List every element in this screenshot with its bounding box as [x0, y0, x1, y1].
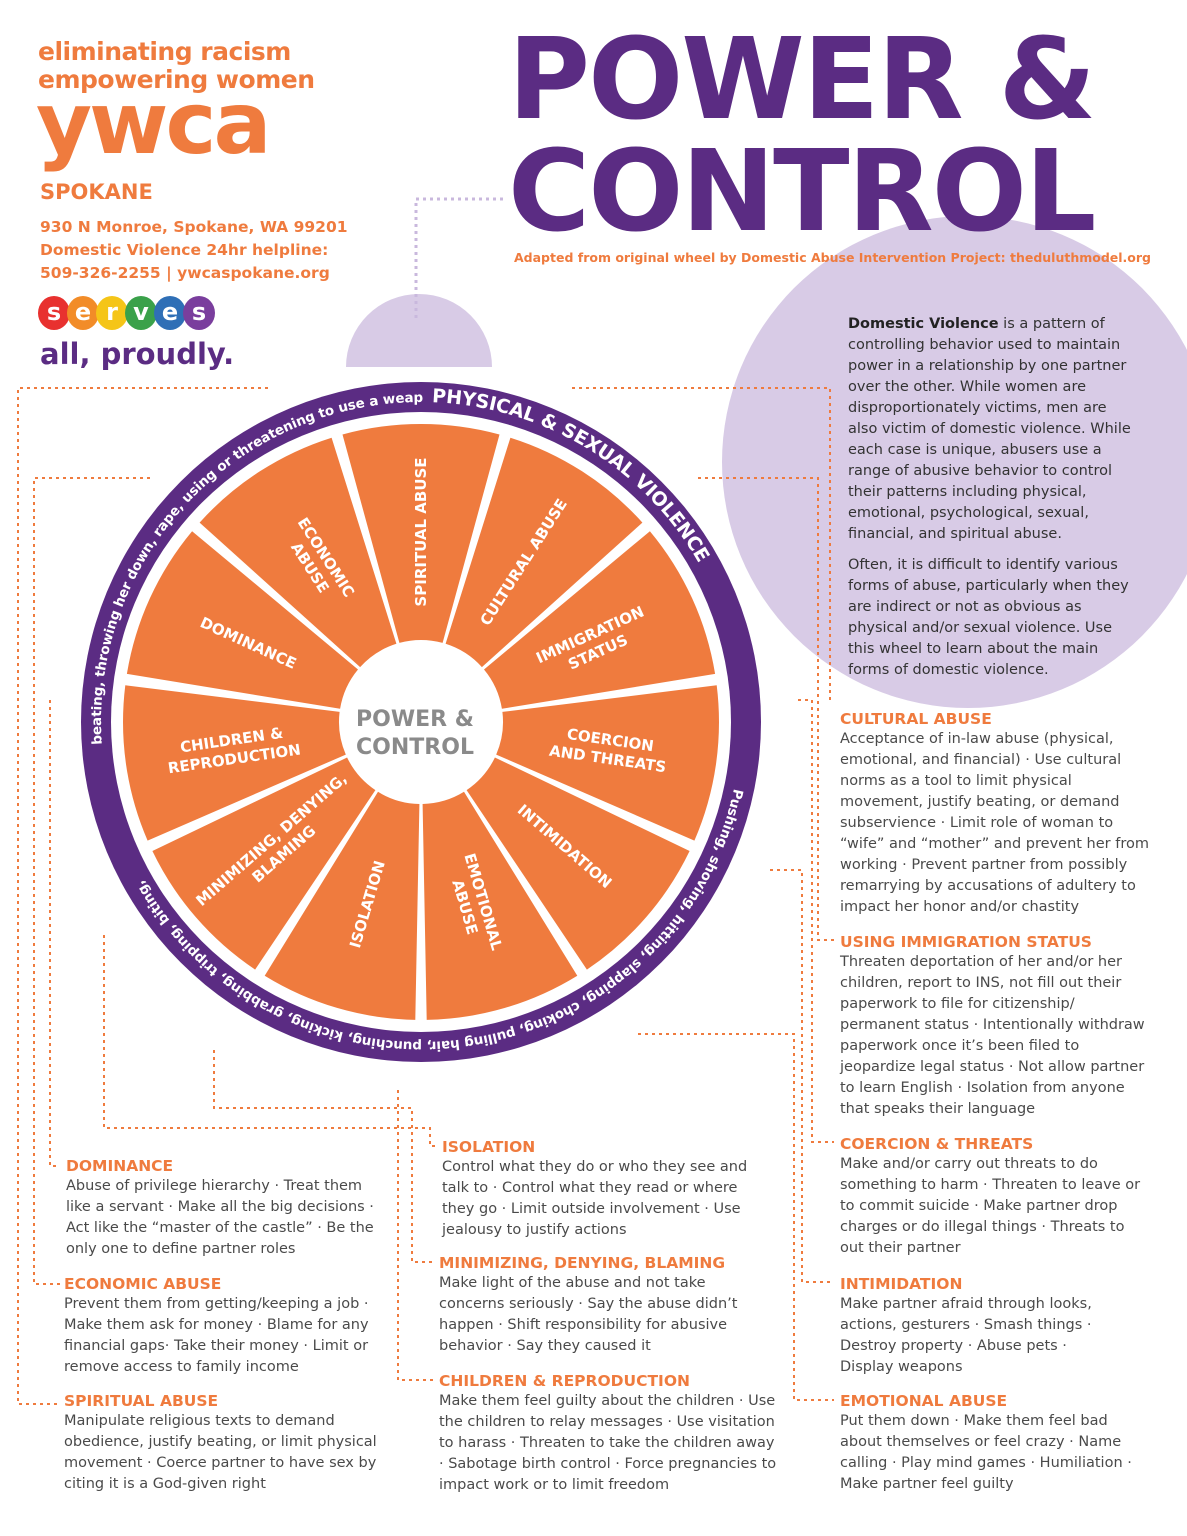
section-body: Manipulate religious texts to demand obe…: [64, 1413, 377, 1492]
serves-letter: s: [183, 296, 215, 330]
serves-letter: e: [67, 296, 99, 330]
section-body: Prevent them from getting/keeping a job …: [64, 1296, 369, 1375]
section-title: USING IMMIGRATION STATUS: [840, 933, 1092, 951]
section-title: DOMINANCE: [66, 1157, 174, 1175]
intro-lavender-circle: [722, 216, 1187, 708]
serves-letter: s: [38, 296, 70, 330]
wheel-segment: [466, 757, 690, 970]
phone-and-website[interactable]: 509-326-2255 | ywcaspokane.org: [40, 264, 330, 282]
wheel-segment: [342, 423, 500, 643]
section-economic-abuse: ECONOMIC ABUSE Prevent them from getting…: [64, 1274, 379, 1378]
section-body: Abuse of privilege hierarchy · Treat the…: [66, 1178, 374, 1257]
wheel-segment: [422, 791, 578, 1020]
serves-slogan: all, proudly.: [40, 337, 235, 371]
section-dominance: DOMINANCE Abuse of privilege hierarchy ·…: [66, 1156, 376, 1260]
section-spiritual-abuse: SPIRITUAL ABUSE Manipulate religious tex…: [64, 1391, 384, 1495]
wheel-segment: [123, 685, 346, 841]
section-coercion-threats: COERCION & THREATS Make and/or carry out…: [840, 1134, 1150, 1259]
ywca-tagline: eliminating racism empowering women: [38, 38, 315, 94]
wheel-segment: [264, 791, 420, 1020]
section-title: COERCION & THREATS: [840, 1135, 1034, 1153]
contact-block: 930 N Monroe, Spokane, WA 99201 Domestic…: [40, 216, 348, 285]
top-lavender-dome: [346, 294, 492, 367]
section-title: INTIMIDATION: [840, 1275, 963, 1293]
wheel-segment: [152, 757, 376, 970]
section-body: Threaten deportation of her and/or her c…: [840, 954, 1145, 1117]
hub-label-1: POWER &: [356, 707, 474, 732]
section-title: ISOLATION: [442, 1138, 536, 1156]
wheel-segment: [484, 531, 716, 709]
tagline-line-1: eliminating racism: [38, 37, 291, 66]
serves-letter: v: [125, 296, 157, 330]
intro-paragraph-1: Domestic Violence is a pattern of contro…: [848, 314, 1138, 545]
hub-label-2: CONTROL: [356, 735, 474, 760]
section-title: MINIMIZING, DENYING, BLAMING: [439, 1254, 726, 1272]
wheel-segment: [199, 437, 397, 668]
wheel-segments: [123, 423, 719, 1020]
wheel-segment: [126, 531, 359, 709]
section-isolation: ISOLATION Control what they do or who th…: [442, 1137, 762, 1241]
segment-label: COERCIONAND THREATS: [548, 723, 670, 776]
wheel-segment: [496, 685, 719, 841]
intro-text: Domestic Violence is a pattern of contro…: [848, 314, 1138, 691]
section-title: CHILDREN & REPRODUCTION: [439, 1372, 690, 1390]
section-body: Make and/or carry out threats to do some…: [840, 1156, 1141, 1256]
section-body: Control what they do or who they see and…: [442, 1159, 748, 1238]
tagline-line-2: empowering women: [38, 65, 315, 94]
section-title: CULTURAL ABUSE: [840, 710, 992, 728]
section-title: ECONOMIC ABUSE: [64, 1275, 222, 1293]
section-title: EMOTIONAL ABUSE: [840, 1392, 1008, 1410]
attribution: Adapted from original wheel by Domestic …: [514, 250, 1151, 265]
intro-paragraph-2: Often, it is difficult to identify vario…: [848, 557, 1129, 678]
intro-lead: Domestic Violence: [848, 316, 999, 332]
segment-label: SPIRITUAL ABUSE: [412, 457, 430, 606]
section-body: Make partner afraid through looks, actio…: [840, 1296, 1092, 1375]
ywca-logo: ywca: [36, 74, 272, 174]
intro-p1-text: is a pattern of controlling behavior use…: [848, 316, 1131, 542]
section-title: SPIRITUAL ABUSE: [64, 1392, 219, 1410]
connector-lines: [17, 387, 834, 1405]
page-title-line-1: POWER &: [508, 15, 1096, 145]
helpline-label: Domestic Violence 24hr helpline:: [40, 241, 329, 259]
serves-letter: e: [154, 296, 186, 330]
section-children-reproduction: CHILDREN & REPRODUCTION Make them feel g…: [439, 1371, 779, 1496]
wheel-segment: [445, 437, 643, 668]
address: 930 N Monroe, Spokane, WA 99201: [40, 218, 348, 236]
wheel-hub: [343, 644, 499, 800]
section-body: Acceptance of in-law abuse (physical, em…: [840, 731, 1149, 915]
page-title-line-2: CONTROL: [508, 127, 1096, 257]
section-body: Make them feel guilty about the children…: [439, 1393, 777, 1493]
section-body: Put them down · Make them feel bad about…: [840, 1413, 1132, 1492]
section-minimizing-denying-blaming: MINIMIZING, DENYING, BLAMING Make light …: [439, 1253, 761, 1357]
section-emotional-abuse: EMOTIONAL ABUSE Put them down · Make the…: [840, 1391, 1145, 1495]
section-intimidation: INTIMIDATION Make partner afraid through…: [840, 1274, 1110, 1378]
section-cultural-abuse: CULTURAL ABUSE Acceptance of in-law abus…: [840, 709, 1152, 918]
section-immigration-status: USING IMMIGRATION STATUS Threaten deport…: [840, 932, 1152, 1120]
city-name: SPOKANE: [40, 180, 153, 204]
title-connector: [414, 197, 506, 318]
serves-letter: r: [96, 296, 128, 330]
section-body: Make light of the abuse and not take con…: [439, 1275, 738, 1354]
